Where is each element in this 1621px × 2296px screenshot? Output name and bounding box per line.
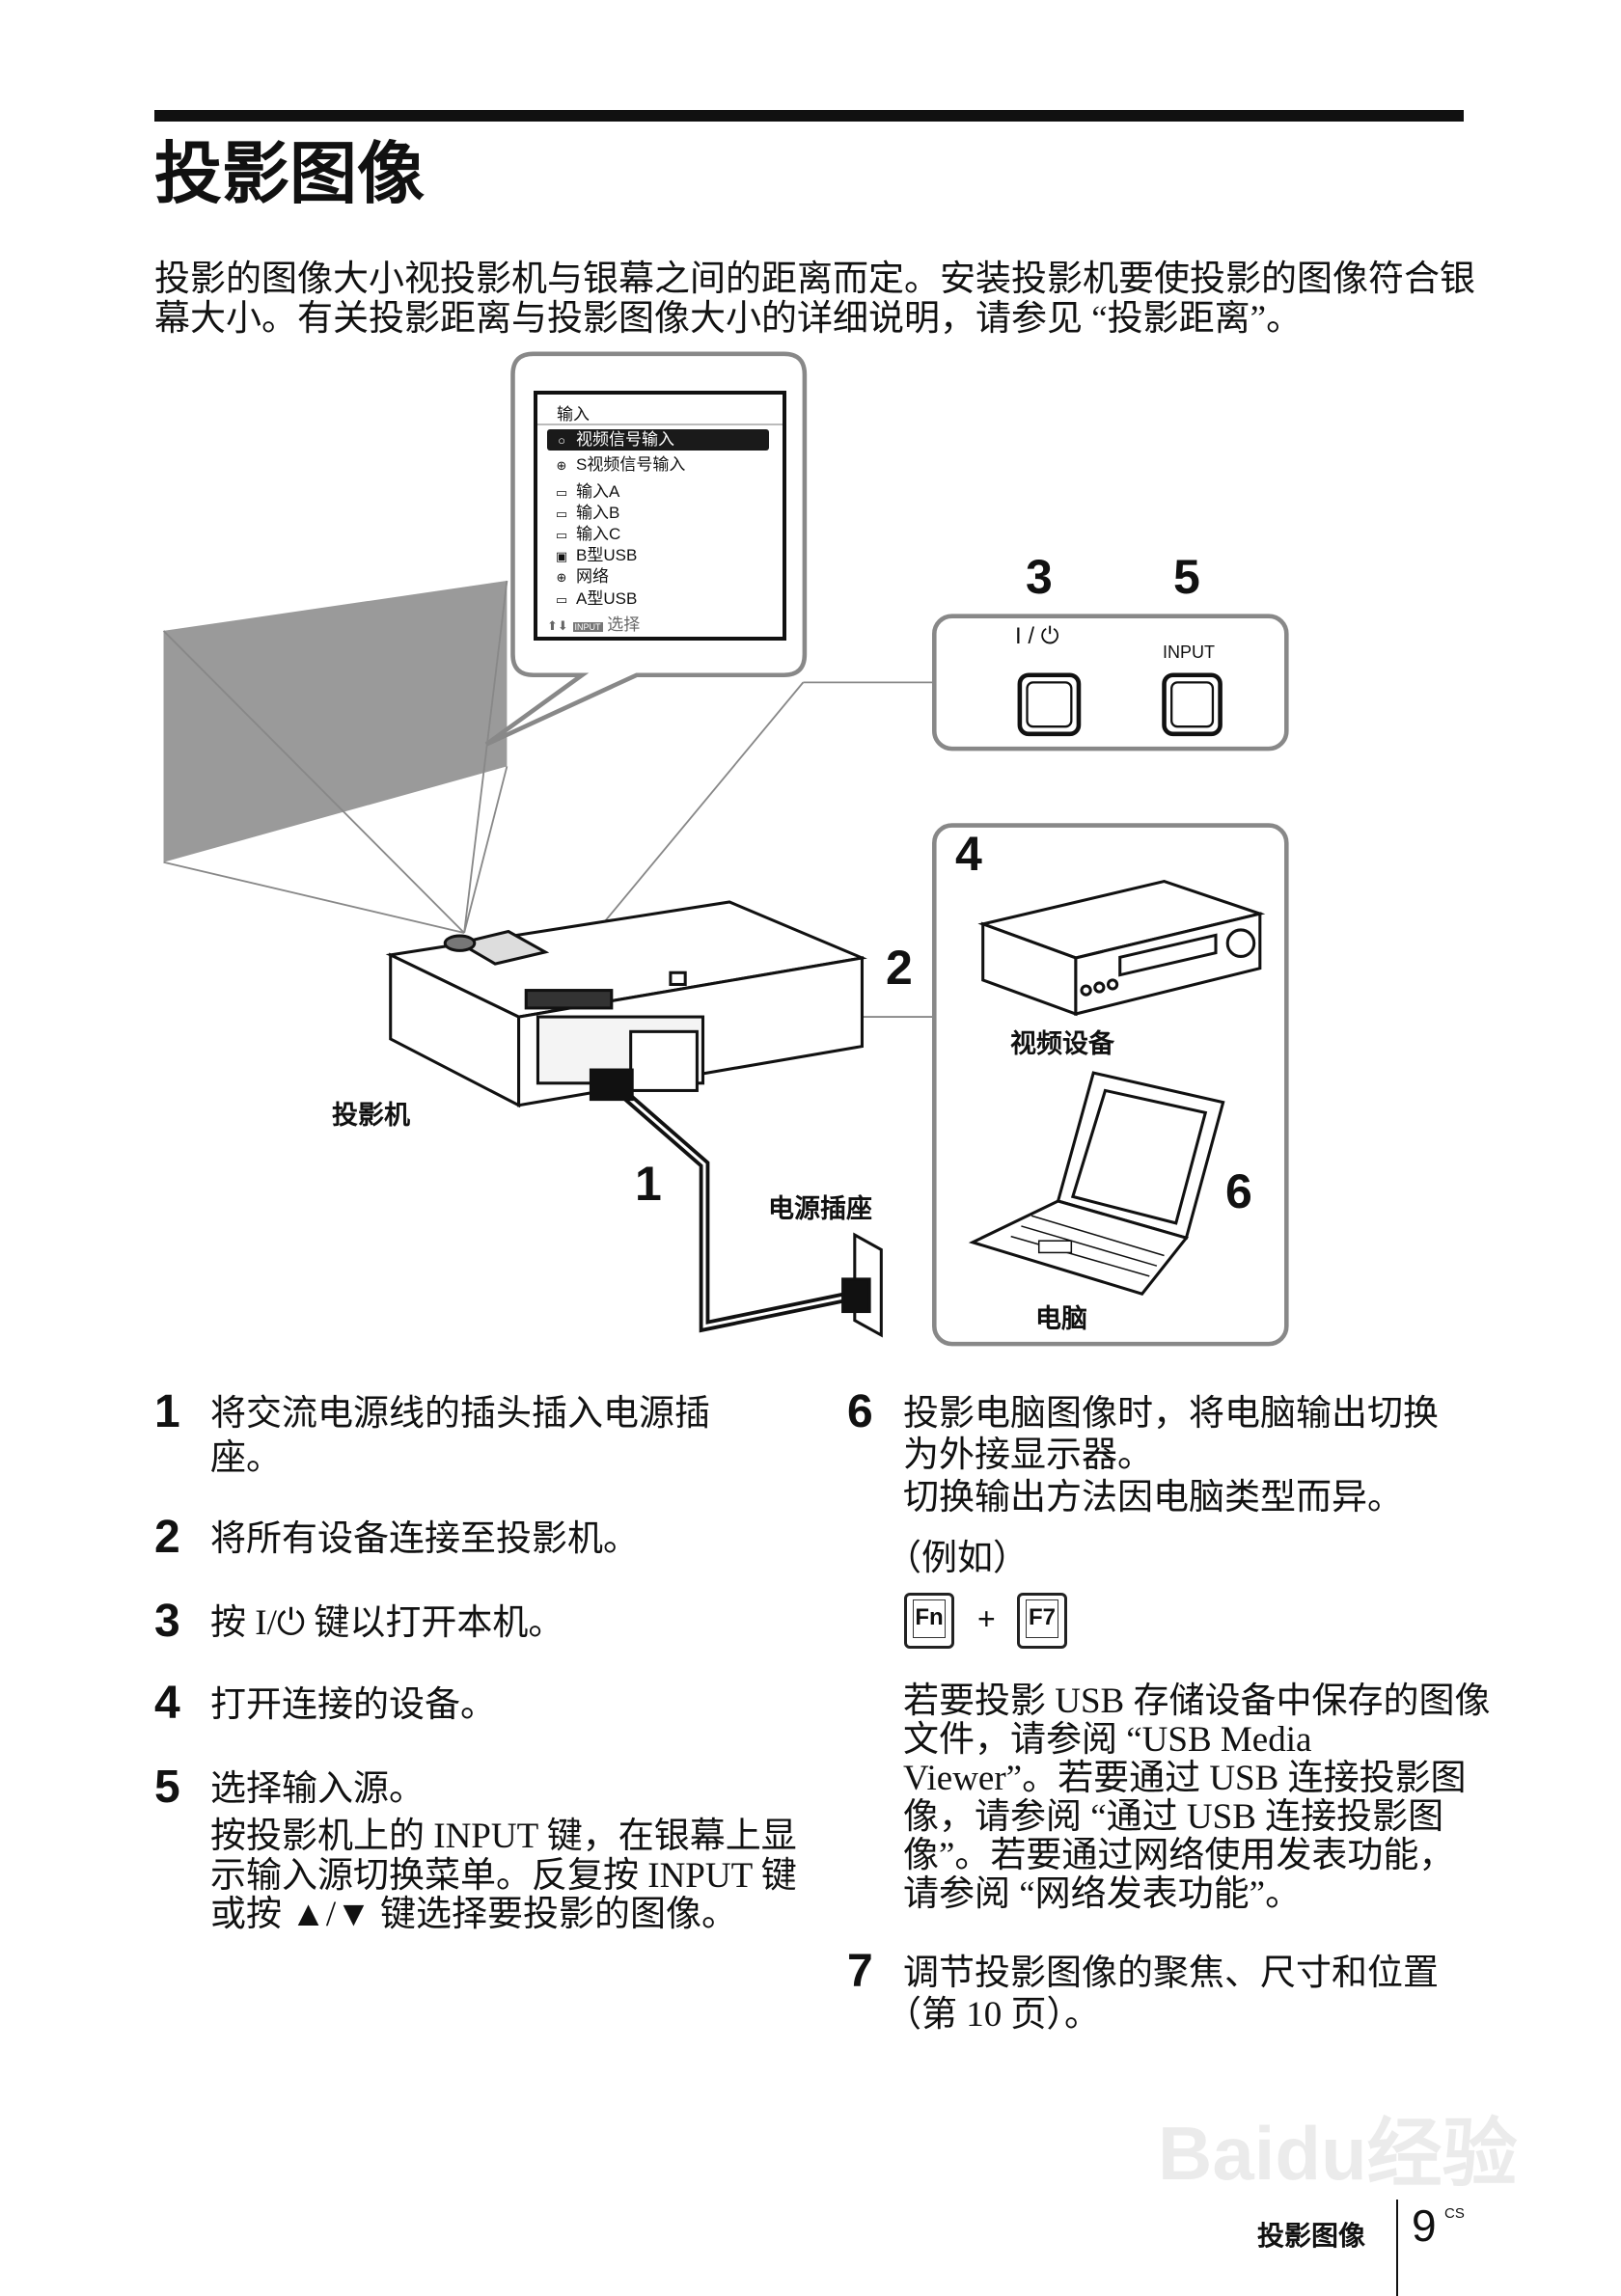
fn-key-icon: Fn xyxy=(904,1593,954,1649)
f7-key-icon: F7 xyxy=(1017,1593,1067,1649)
video-icon: ○ xyxy=(558,433,565,448)
plus-sign: + xyxy=(977,1601,996,1636)
menu-footer: ⬆⬇ INPUT 选择 xyxy=(547,615,641,634)
step-text: 为外接显示器。 xyxy=(903,1435,1153,1475)
button-panel xyxy=(932,614,1289,752)
step-text: 投影电脑图像时，将电脑输出切换 xyxy=(903,1394,1439,1434)
intro-line: 投影的图像大小视投影机与银幕之间的距离而定。安装投影机要使投影的图像符合银 xyxy=(154,260,1475,299)
step-text: 切换输出方法因电脑类型而异。 xyxy=(903,1478,1403,1517)
step-number: 3 xyxy=(154,1596,180,1647)
step-number: 6 xyxy=(847,1386,873,1437)
menu-item-s-video[interactable]: ⊕S视频信号输入 xyxy=(547,454,769,476)
menu-title: 输入 xyxy=(557,405,590,424)
input-badge: INPUT xyxy=(572,622,603,632)
menu-item-usb-b[interactable]: ▣B型USB xyxy=(547,545,769,566)
wall-outlet xyxy=(841,1232,883,1338)
network-icon: ⊕ xyxy=(556,570,567,585)
page-lang: CS xyxy=(1444,2205,1465,2222)
page-title: 投影图像 xyxy=(154,136,425,211)
step-number: 2 xyxy=(154,1512,180,1563)
up-down-icon: ⬆⬇ xyxy=(547,618,568,633)
input-menu: 输入 ○视频信号输入 ⊕S视频信号输入 ▭输入A ▭输入B ▭输入C ▣B型US… xyxy=(534,391,786,641)
step-text: 将交流电源线的插头插入电源插 xyxy=(210,1394,710,1434)
top-rule xyxy=(154,110,1464,122)
step-text: 示输入源切换菜单。反复按 INPUT 键 xyxy=(210,1856,797,1896)
note-text: 文件，请参阅 “USB Media xyxy=(903,1720,1312,1760)
note-text: 像”。若要通过网络使用发表功能， xyxy=(903,1836,1455,1875)
projector-label: 投影机 xyxy=(332,1101,410,1130)
projector-drawing xyxy=(385,900,867,1108)
menu-item-network[interactable]: ⊕网络 xyxy=(547,566,769,588)
step-text: 座。 xyxy=(210,1438,282,1478)
projection-screen xyxy=(163,581,508,862)
laptop-drawing xyxy=(968,1071,1225,1296)
callout-4: 4 xyxy=(955,827,982,881)
page-number: 9 xyxy=(1412,2200,1437,2251)
callout-2: 2 xyxy=(886,941,913,995)
note-text: 像，请参阅 “通过 USB 连接投影图 xyxy=(903,1797,1444,1837)
note-text: Viewer”。若要通过 USB 连接投影图 xyxy=(903,1759,1467,1798)
usb-a-icon: ▭ xyxy=(555,592,568,607)
step-text: 调节投影图像的聚焦、尺寸和位置 xyxy=(903,1954,1439,1993)
usb-b-icon: ▣ xyxy=(555,549,568,563)
watermark-logo: Baidu经验 xyxy=(1158,2111,1518,2196)
note-text: 若要投影 USB 存储设备中保存的图像 xyxy=(903,1681,1491,1721)
callout-1: 1 xyxy=(635,1157,662,1211)
vga-icon: ▭ xyxy=(555,485,568,500)
computer-label: 电脑 xyxy=(1035,1304,1087,1333)
step-text: 将所有设备连接至投影机。 xyxy=(210,1519,639,1559)
footer-section: 投影图像 xyxy=(1257,2221,1366,2251)
callout-5: 5 xyxy=(1173,550,1200,604)
example-label: （例如） xyxy=(886,1539,1029,1578)
input-button xyxy=(1162,672,1223,737)
power-button xyxy=(1017,672,1082,737)
outlet-label: 电源插座 xyxy=(768,1194,872,1223)
step-number: 7 xyxy=(847,1946,873,1997)
callout-3: 3 xyxy=(1026,550,1053,604)
power-label: I / ⏻ xyxy=(1015,623,1059,649)
video-device-label: 视频设备 xyxy=(1010,1029,1114,1058)
step-number: 4 xyxy=(154,1678,180,1729)
note-text: 请参阅 “网络发表功能”。 xyxy=(903,1874,1302,1914)
s-video-icon: ⊕ xyxy=(556,458,567,473)
intro-line: 幕大小。有关投影距离与投影图像大小的详细说明，请参见 “投影距离”。 xyxy=(154,299,1303,339)
footer-divider xyxy=(1396,2200,1398,2296)
menu-item-video[interactable]: ○视频信号输入 xyxy=(547,429,769,451)
menu-item-usb-a[interactable]: ▭A型USB xyxy=(547,588,769,610)
step-text: 按投影机上的 INPUT 键，在银幕上显 xyxy=(210,1817,797,1856)
step-text: 选择输入源。 xyxy=(210,1769,425,1809)
step-number: 5 xyxy=(154,1762,180,1813)
menu-item-input-b[interactable]: ▭输入B xyxy=(547,503,769,524)
vga-icon: ▭ xyxy=(555,506,568,521)
step-text: 按 I/⏻ 键以打开本机。 xyxy=(210,1603,564,1643)
menu-divider xyxy=(537,424,783,425)
menu-item-input-c[interactable]: ▭输入C xyxy=(547,524,769,545)
step-text: 打开连接的设备。 xyxy=(210,1685,496,1725)
step-number: 1 xyxy=(154,1386,180,1437)
input-label: INPUT xyxy=(1163,642,1215,662)
menu-item-input-a[interactable]: ▭输入A xyxy=(547,481,769,503)
callout-6: 6 xyxy=(1225,1164,1252,1218)
hdmi-icon: ▭ xyxy=(555,528,568,542)
step-text: （第 10 页）。 xyxy=(886,1995,1100,2035)
step-text: 或按 ▲/▼ 键选择要投影的图像。 xyxy=(210,1895,738,1934)
video-device-drawing xyxy=(977,879,1266,1017)
